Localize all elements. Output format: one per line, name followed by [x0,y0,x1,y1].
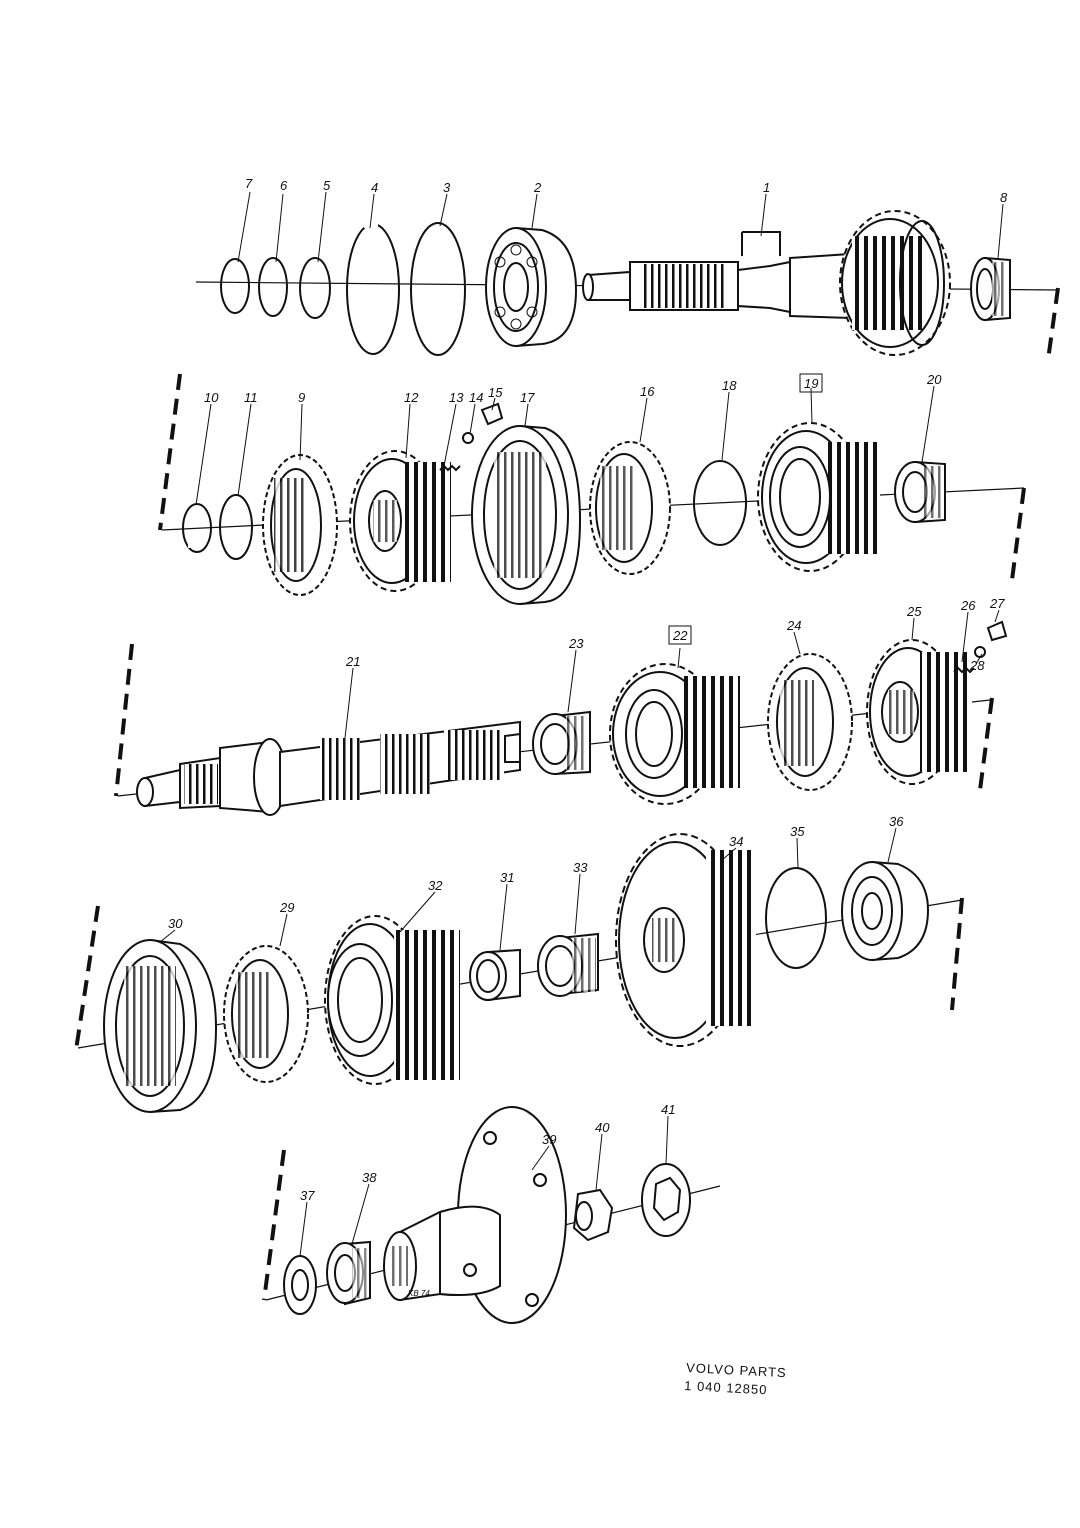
label-29: 29 [279,900,294,915]
part-3-ring [410,222,466,356]
part-5-washer [299,257,331,319]
footer-reference: VOLVO PARTS 1 040 12850 [684,1360,787,1397]
part-27-slider [986,620,1008,642]
label-17: 17 [520,390,535,405]
label-35: 35 [790,824,805,839]
part-33-needle-bearing [537,932,599,997]
label-5: 5 [323,178,331,193]
part-15-slider [480,402,504,426]
part-19-label-box [799,373,823,393]
part-12-synchro-hub [349,450,451,592]
part-31-bush [469,948,521,1002]
part-21-main-shaft [136,720,521,816]
label-13: 13 [449,390,464,405]
label-20: 20 [926,372,942,387]
label-37: 37 [300,1188,315,1203]
label-23: 23 [568,636,584,651]
label-1: 1 [763,180,770,195]
part-22-gear [609,663,740,805]
label-18: 18 [722,378,737,393]
label-19: 19 [804,376,818,391]
part-24-synchro-ring [767,653,853,791]
part-29-synchro-ring [223,945,309,1083]
label-25: 25 [906,604,922,619]
part-25-synchro-hub [866,639,972,785]
label-40: 40 [595,1120,610,1135]
part-1-input-shaft [582,210,951,356]
label-4: 4 [371,180,378,195]
part-39-output-flange [383,1106,567,1324]
part-11-washer [219,494,253,560]
part-36-ball-bearing [841,861,930,961]
label-39: 39 [542,1132,556,1147]
part-16-synchro-ring [589,441,671,575]
part-22-label-box [668,625,692,645]
part-10-circlip [182,503,212,553]
label-30: 30 [168,916,183,931]
part-7-circlip [220,258,250,314]
label-2: 2 [533,180,542,195]
row-1-input-shaft-assembly [195,210,1060,361]
part-35-ring [765,867,827,969]
label-15: 15 [488,385,503,400]
part-labels: 7 6 5 4 3 2 1 8 10 11 9 12 13 14 15 17 1… [168,176,1008,1203]
part-6-washer [258,257,288,317]
label-24: 24 [786,618,801,633]
part-18-ring [693,460,747,546]
footer-brand: VOLVO PARTS [686,1360,787,1380]
label-28: 28 [969,658,985,673]
label-41: 41 [661,1102,675,1117]
leader-lines [159,191,1004,1257]
label-9: 9 [298,390,305,405]
row-5-output-flange-assembly [262,1106,721,1324]
part-26-spring [953,666,975,674]
label-31: 31 [500,870,514,885]
part-38-slotted-nut [326,1240,371,1306]
label-8: 8 [1000,190,1008,205]
row-2-synchro-assembly [158,373,1026,605]
label-32: 32 [428,878,443,893]
label-3: 3 [443,180,451,195]
part-28-ball [974,646,986,658]
label-16: 16 [640,384,655,399]
part-37-washer [283,1255,317,1315]
part-32-gear [324,915,460,1085]
label-7: 7 [245,176,253,191]
part-4-snap-ring [346,220,400,355]
part-13-spring [439,464,461,472]
label-14: 14 [469,390,483,405]
part-17-shift-sleeve [471,425,582,605]
label-38: 38 [362,1170,377,1185]
label-36: 36 [889,814,904,829]
label-27: 27 [989,596,1005,611]
label-21: 21 [345,654,360,669]
part-9-synchro-ring [262,454,338,596]
part-30-shift-sleeve [103,939,218,1113]
part-20-needle-bearing [894,460,946,524]
label-22: 22 [672,628,688,643]
part-34-large-gear [615,833,756,1047]
part-23-needle-bearing [532,710,591,776]
part-8-needle-bearing [970,256,1011,322]
part-14-ball [462,432,474,444]
row-3-main-shaft-assembly [114,620,1008,816]
label-33: 33 [573,860,588,875]
label-6: 6 [280,178,288,193]
engraver-mark: KB 74 [408,1289,430,1298]
row-4-countershaft-assembly [74,833,964,1113]
part-2-ball-bearing [485,227,578,347]
part-40-nut [572,1188,614,1242]
part-19-gear [757,422,880,572]
footer-code: 1 040 12850 [684,1378,768,1397]
part-1-gear [839,210,951,356]
label-10: 10 [204,390,219,405]
label-12: 12 [404,390,419,405]
part-41-washer [641,1163,691,1237]
label-34: 34 [729,834,743,849]
label-26: 26 [960,598,976,613]
label-11: 11 [244,390,258,405]
